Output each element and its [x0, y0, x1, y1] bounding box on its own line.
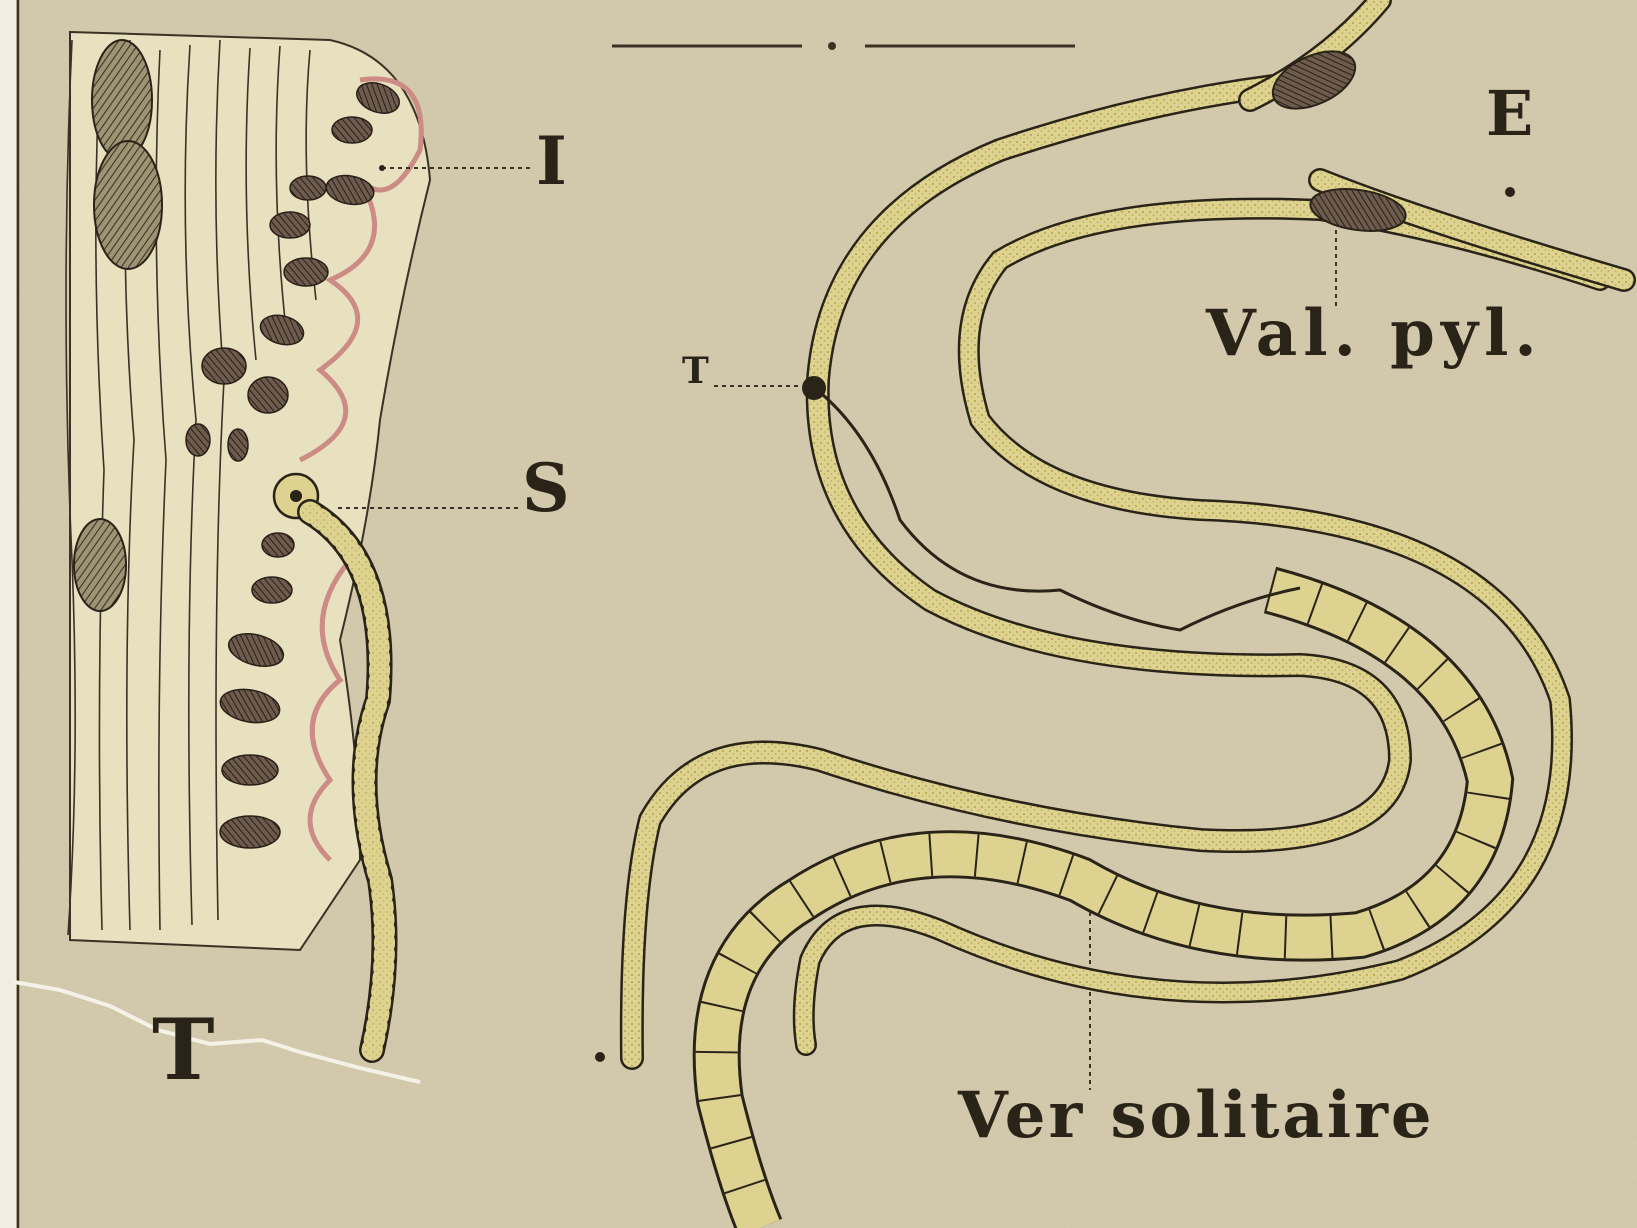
label-ver-solitaire: Ver solitaire [958, 1084, 1435, 1148]
label-t-left: T [152, 1008, 215, 1092]
small-scolex [802, 376, 826, 400]
label-i: I [536, 128, 567, 194]
label-val-pyl: Val. pyl. [1206, 302, 1543, 366]
label-e: E [1486, 83, 1533, 145]
label-t-small: T [682, 353, 709, 389]
label-s: S [522, 455, 570, 521]
paper-left-edge [0, 0, 16, 1228]
scolex-sucker [290, 490, 302, 502]
